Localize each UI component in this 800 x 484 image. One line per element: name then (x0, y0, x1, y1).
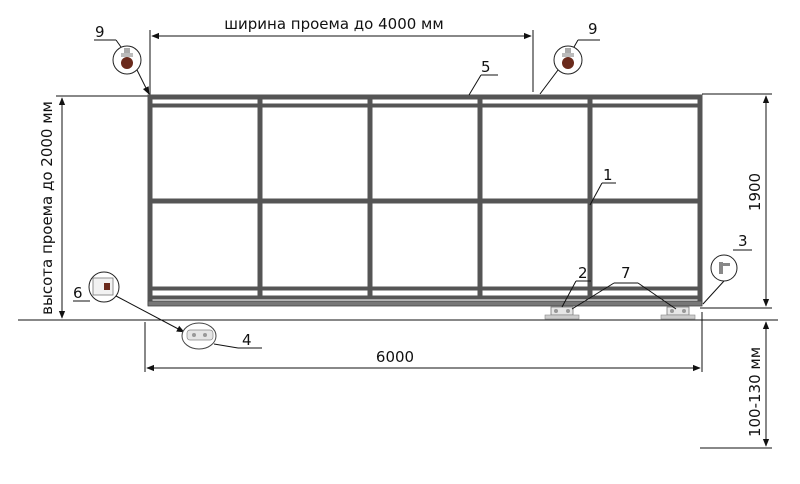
callout-9-left: 9 (94, 23, 150, 95)
bottom-rail-upper (147, 286, 703, 291)
callout-1-label: 1 (603, 166, 613, 184)
guide-beam (147, 300, 703, 307)
callout-3: 3 (702, 232, 752, 305)
callout-7: 7 (571, 264, 677, 310)
callout-5-label: 5 (481, 58, 491, 76)
callout-9-right-label: 9 (588, 20, 598, 38)
clearance-label: 100-130 мм (746, 347, 764, 437)
clearance-dimension: 100-130 мм (700, 307, 772, 449)
frame-post-4 (587, 96, 593, 298)
top-rail-upper (147, 94, 703, 100)
callout-6-label: 6 (73, 284, 83, 302)
opening-height-label: высота проема до 2000 мм (38, 101, 56, 315)
frame-post-3 (477, 96, 483, 298)
roller-carriage-2 (660, 306, 696, 320)
total-length-label: 6000 (376, 348, 414, 366)
bottom-rail-lower (147, 295, 703, 300)
frame-post-1 (257, 96, 263, 298)
callout-2-label: 2 (578, 264, 588, 282)
gate-height-dimension: 1900 (702, 93, 772, 307)
callout-5: 5 (468, 58, 498, 96)
frame-post-2 (367, 96, 373, 298)
gate-frame (147, 94, 703, 307)
callout-9-right: 9 (539, 20, 600, 95)
top-rail-lower (147, 103, 703, 108)
callout-6: 6 (73, 271, 185, 333)
middle-rail (147, 198, 703, 204)
callout-4-label: 4 (242, 331, 252, 349)
callout-3-label: 3 (738, 232, 748, 250)
callout-7-label: 7 (621, 264, 631, 282)
callout-4: 4 (181, 322, 262, 350)
total-length-dimension: 6000 (144, 312, 703, 372)
width-label: ширина проема до 4000 мм (224, 15, 443, 33)
end-catcher-detail (710, 254, 738, 282)
width-dimension: ширина проема до 4000 мм (149, 15, 534, 96)
gate-height-label: 1900 (746, 173, 764, 211)
roller-carriage-1 (544, 306, 580, 320)
callout-1: 1 (589, 166, 616, 206)
callout-9-left-label: 9 (95, 23, 105, 41)
callout-2: 2 (561, 264, 591, 308)
